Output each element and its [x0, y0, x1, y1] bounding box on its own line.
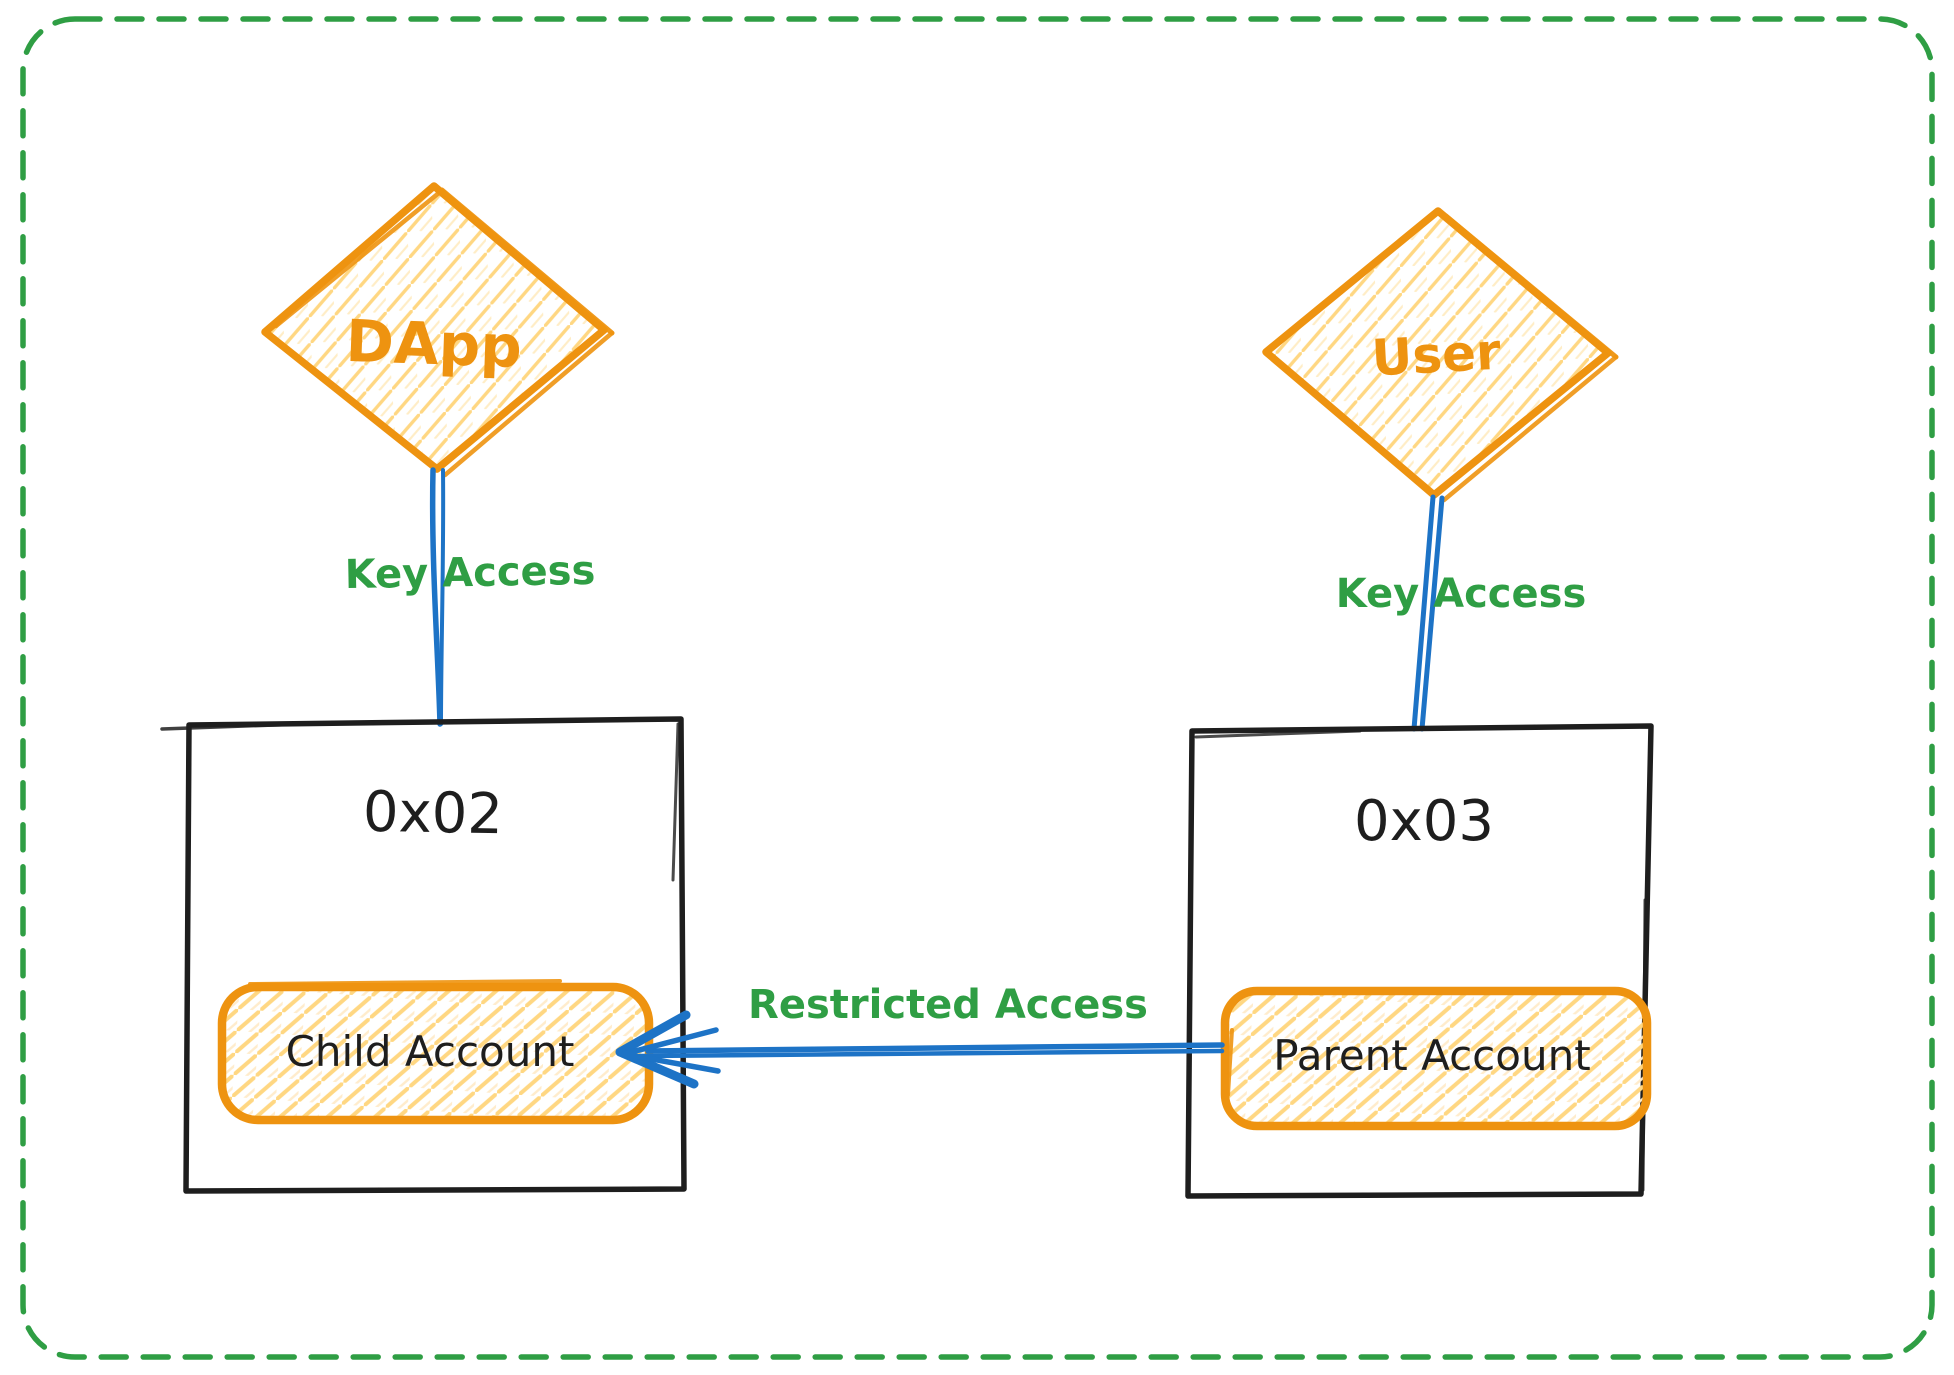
user-label: User: [1370, 323, 1502, 388]
rect-sketch-overstroke: [1194, 729, 1362, 739]
edge-label-restricted-access: Restricted Access: [748, 982, 1148, 1028]
dapp-sketch-double-stroke: [273, 189, 443, 329]
user-sketch-double-stroke: [1441, 354, 1619, 503]
child-account-label: Child Account: [286, 1027, 575, 1076]
account-0x03-label: 0x03: [1354, 789, 1494, 854]
rect-sketch-overstroke: [671, 722, 680, 882]
rect-sketch-overstroke: [160, 721, 332, 731]
node-dapp[interactable]: DApp: [261, 182, 615, 478]
edge-label-key-access-left: Key Access: [344, 548, 595, 598]
dapp-sketch-double-stroke: [442, 330, 615, 478]
arrowhead-left: [621, 1027, 721, 1074]
dapp-label: DApp: [345, 307, 523, 381]
node-user[interactable]: User: [1262, 207, 1619, 503]
node-parent-account[interactable]: Parent Account: [1220, 986, 1652, 1131]
edge-user-key-access[interactable]: Key Access: [1336, 494, 1587, 732]
account-0x02-label: 0x02: [362, 780, 503, 847]
dapp-sketch-double-stroke: [439, 187, 615, 336]
arrowhead-left: [615, 1010, 699, 1089]
edge-restricted-access[interactable]: Restricted Access: [615, 982, 1225, 1089]
canvas-frame: [20, 16, 1935, 1360]
node-account-0x02[interactable]: 0x02: [160, 716, 687, 1194]
box-sketch-overstroke: [248, 979, 562, 986]
parent-account-label: Parent Account: [1273, 1031, 1590, 1080]
box-sketch-overstroke: [1226, 1028, 1234, 1097]
node-child-account[interactable]: Child Account: [217, 979, 654, 1125]
edge-label-key-access-right: Key Access: [1336, 571, 1587, 617]
edge-dapp-key-access[interactable]: Key Access: [344, 467, 596, 727]
user-sketch-double-stroke: [1443, 213, 1619, 360]
